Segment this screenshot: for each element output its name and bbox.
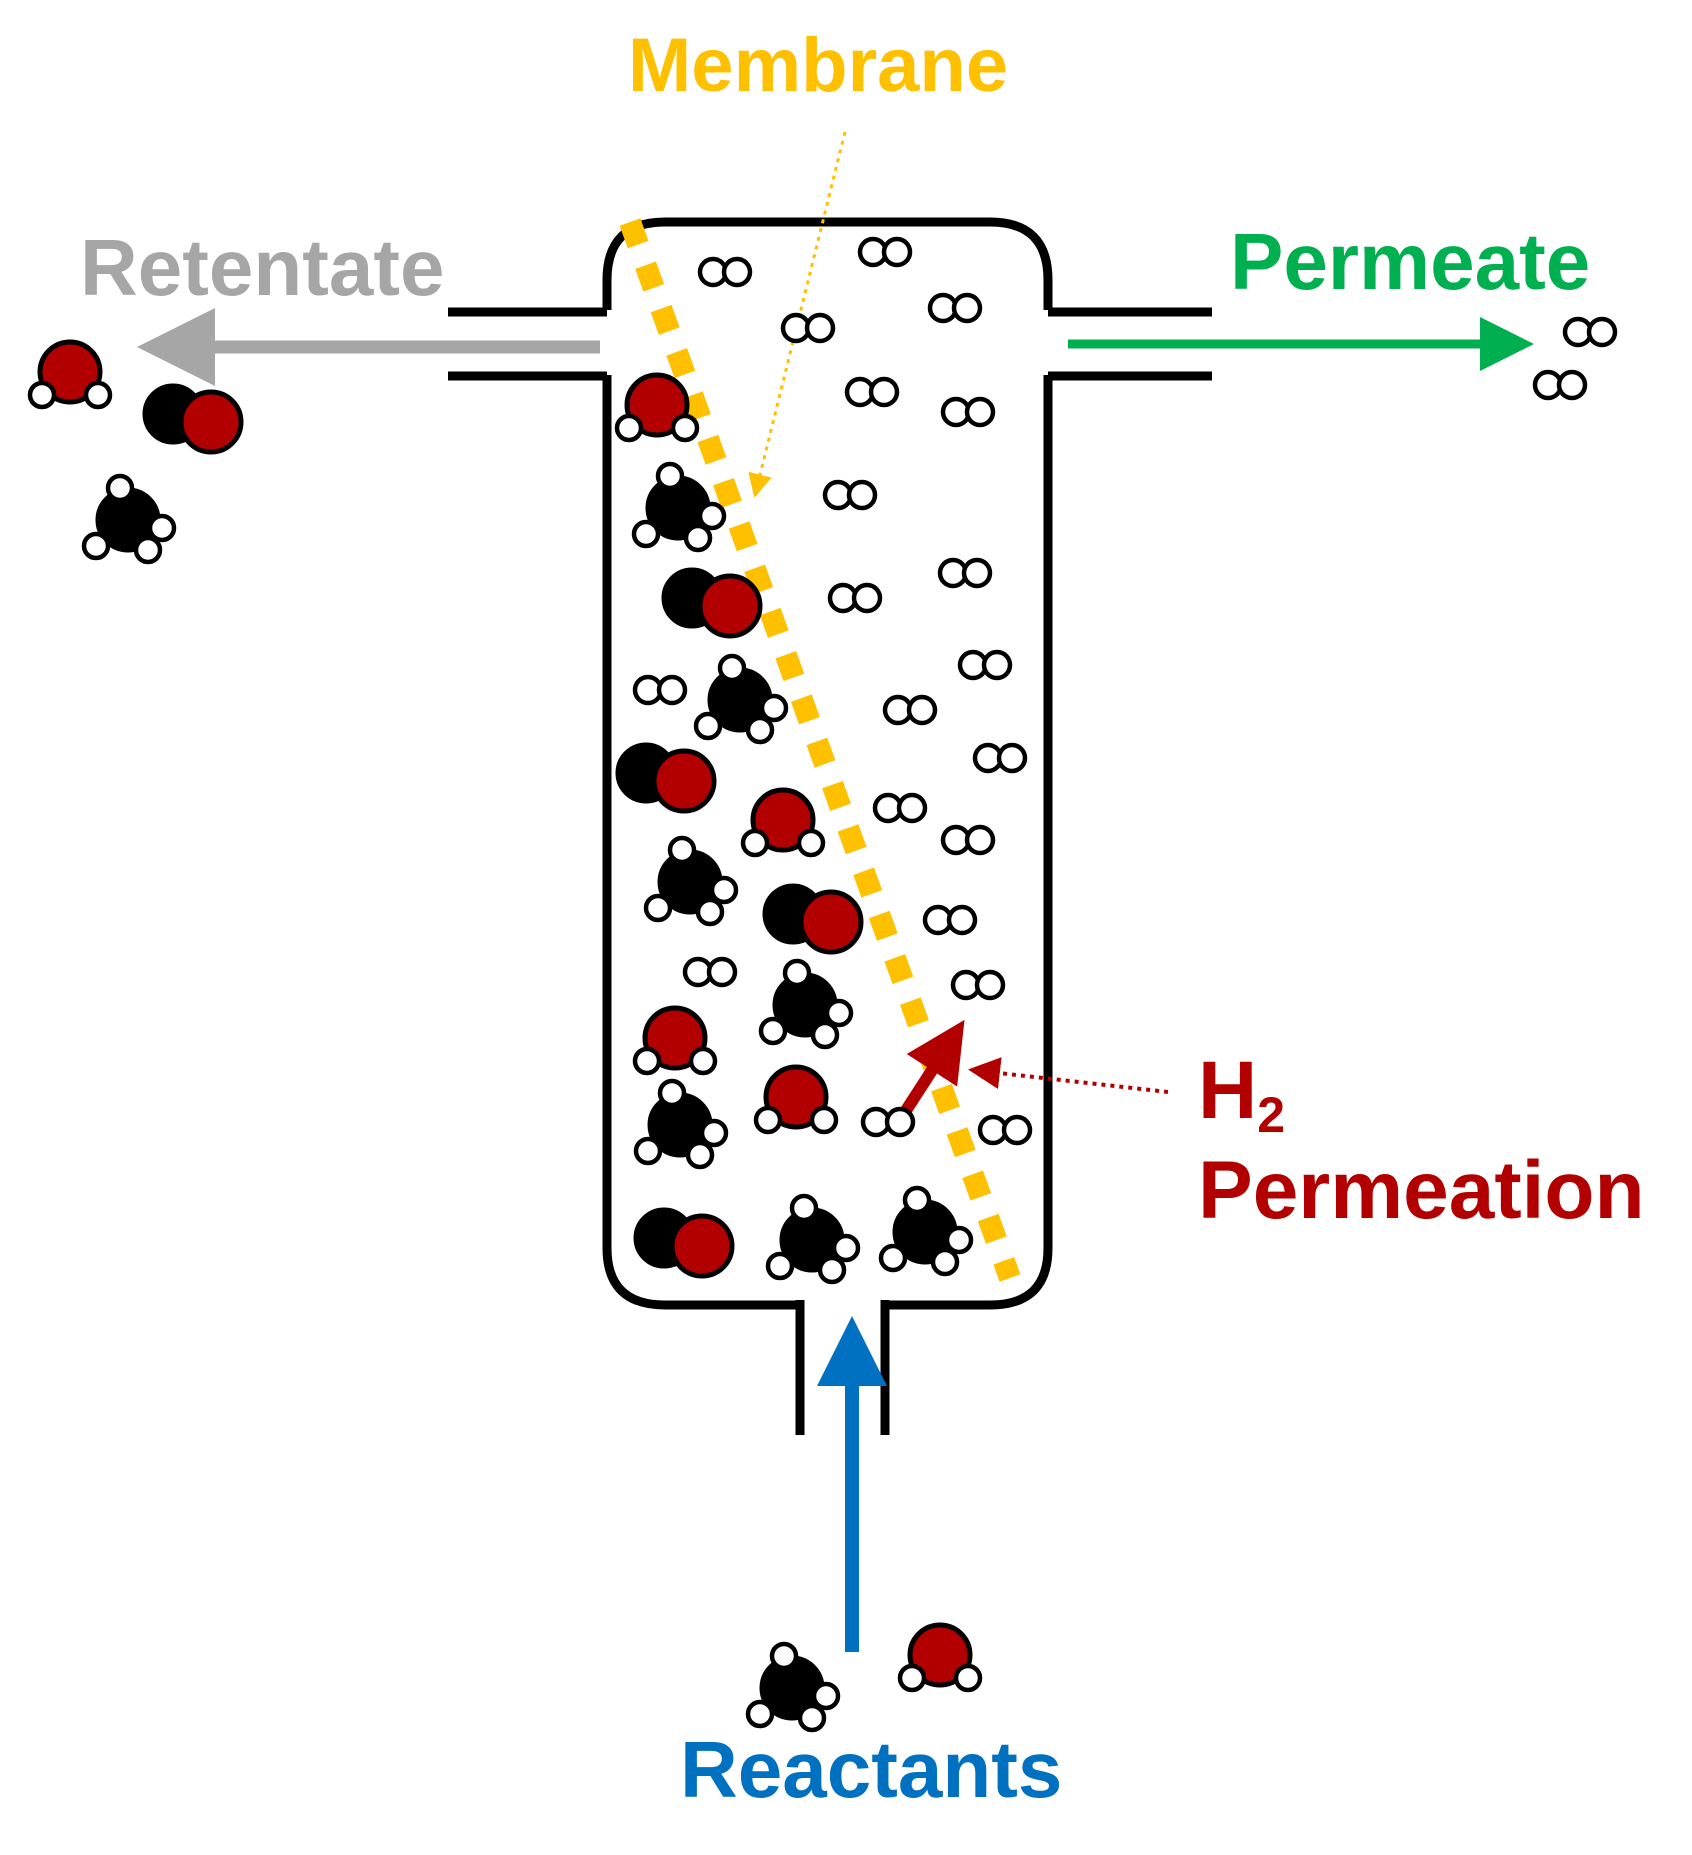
h2-molecule — [827, 582, 883, 614]
h2-molecule — [872, 792, 928, 824]
h2o-molecule — [740, 787, 826, 858]
h2-molecule — [860, 1106, 916, 1138]
ch4-molecule — [631, 461, 727, 553]
h2o-molecule — [632, 1005, 718, 1076]
membrane-label: Membrane — [628, 23, 1009, 108]
co-molecule — [142, 383, 244, 455]
h2-molecule — [632, 674, 688, 706]
h2o-molecule — [753, 1064, 839, 1135]
h2-molecule — [682, 956, 738, 988]
h2-molecule — [972, 742, 1028, 774]
h2-molecule — [857, 236, 913, 268]
h2-label-subscript: 2 — [1257, 1087, 1286, 1143]
ch4-molecule — [745, 1641, 841, 1733]
membrane-line — [619, 218, 1021, 1282]
h2-molecule — [927, 292, 983, 324]
h2o-molecule — [614, 372, 700, 443]
ch4-molecule — [81, 473, 177, 565]
h2-molecule — [940, 824, 996, 856]
h2-label: H2 — [1198, 1050, 1286, 1143]
h2-molecule — [822, 479, 878, 511]
reactant-inlet-pipe — [795, 1300, 890, 1435]
reactor-vessel — [602, 217, 1053, 1310]
co-molecule — [661, 567, 763, 639]
ch4-molecule — [758, 958, 854, 1050]
h2-molecule — [1532, 369, 1588, 401]
permeate-label: Permeate — [1230, 217, 1591, 306]
ch4-molecule — [633, 1078, 729, 1170]
ch4-molecule — [693, 653, 789, 745]
h2-molecule — [922, 904, 978, 936]
ch4-molecule — [878, 1185, 974, 1277]
co-molecule — [762, 883, 864, 955]
permeation-label: Permeation — [1198, 1145, 1645, 1236]
retentate-outlet-pipe — [448, 307, 607, 381]
h2-molecule — [1562, 316, 1618, 348]
h2-molecule — [780, 312, 836, 344]
h2-permeation-arrow — [899, 1019, 965, 1116]
h2o-molecule — [27, 339, 113, 410]
co-molecule — [615, 742, 717, 814]
retentate-label: Retentate — [80, 223, 445, 312]
h2-molecule — [957, 649, 1013, 681]
h2-molecule — [882, 694, 938, 726]
h2o-molecule — [897, 1622, 983, 1693]
h2-label-main: H — [1198, 1045, 1258, 1136]
h2-permeation-pointer — [968, 1057, 1169, 1094]
permeate-outlet-pipe — [1048, 307, 1212, 381]
h2-molecule — [950, 969, 1006, 1001]
h2-molecule — [940, 396, 996, 428]
h2-molecule — [977, 1114, 1033, 1146]
reactants-label: Reactants — [680, 1725, 1063, 1814]
h2-molecule — [697, 256, 753, 288]
molecules — [27, 236, 1618, 1733]
ch4-molecule — [643, 835, 739, 927]
co-molecule — [633, 1207, 735, 1279]
ch4-molecule — [765, 1193, 861, 1285]
h2-molecule — [937, 557, 993, 589]
h2-molecule — [844, 376, 900, 408]
